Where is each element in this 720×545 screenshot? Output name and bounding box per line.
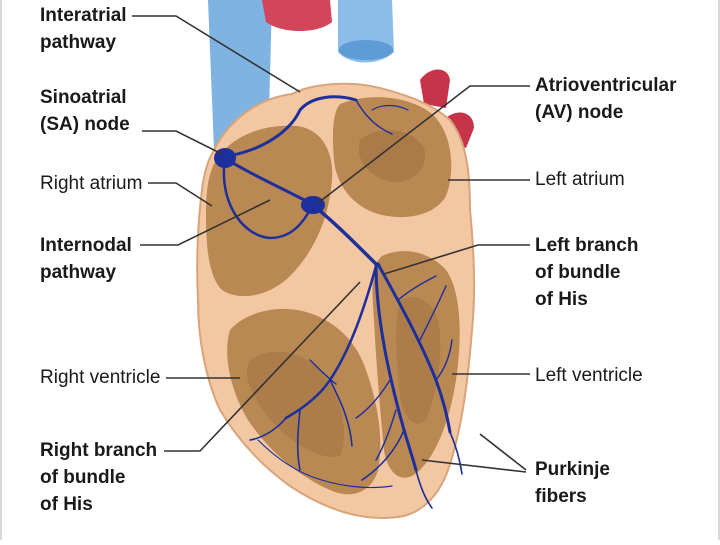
left-border	[0, 0, 2, 540]
label-internodal-pathway: Internodal pathway	[40, 232, 132, 286]
label-interatrial-pathway: Interatrial pathway	[40, 2, 127, 56]
label-sa-node: Sinoatrial (SA) node	[40, 84, 130, 138]
label-av-node: Atrioventricular (AV) node	[535, 72, 676, 126]
label-left-ventricle: Left ventricle	[535, 362, 643, 389]
aorta-opening	[339, 40, 393, 60]
label-right-branch-bundle-his: Right branch of bundle of His	[40, 437, 157, 518]
label-right-atrium: Right atrium	[40, 170, 142, 197]
label-left-branch-bundle-his: Left branch of bundle of His	[535, 232, 638, 313]
leader-sa-node	[142, 131, 222, 154]
label-purkinje-fibers: Purkinje fibers	[535, 456, 610, 510]
pulmonary-artery-top	[262, 0, 332, 31]
label-left-atrium: Left atrium	[535, 166, 625, 193]
label-right-ventricle: Right ventricle	[40, 364, 160, 391]
av-node-shape	[301, 196, 325, 214]
leader-purkinje-1	[480, 434, 526, 470]
